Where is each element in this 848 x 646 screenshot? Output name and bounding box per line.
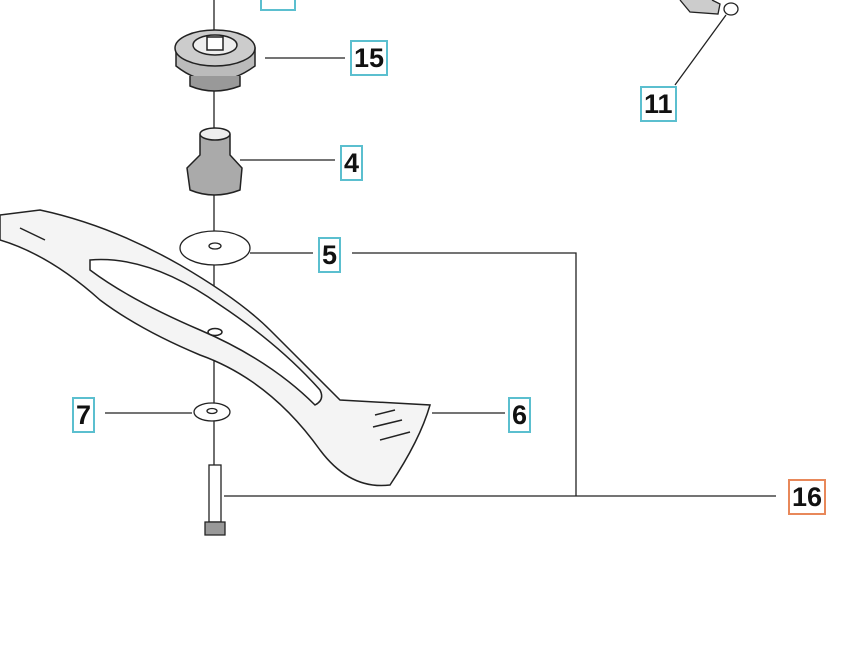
leader-11: [674, 14, 727, 86]
part-5-drawing: [179, 230, 251, 266]
callout-partial-box: [260, 0, 296, 11]
callout-6[interactable]: 6: [508, 397, 532, 433]
part-15-drawing: [174, 29, 256, 92]
bolt-drawing: [204, 464, 226, 536]
callout-5[interactable]: 5: [318, 237, 342, 273]
part-7-drawing: [193, 402, 231, 422]
callout-4[interactable]: 4: [340, 145, 364, 181]
leader-5-assembly: [352, 252, 577, 496]
callout-16-assembly[interactable]: 16: [788, 479, 827, 515]
callout-15[interactable]: 15: [350, 40, 389, 76]
callout-11[interactable]: 11: [640, 86, 677, 122]
part-4-drawing: [186, 127, 243, 196]
part-6-drawing: [0, 209, 431, 487]
callout-7[interactable]: 7: [72, 397, 96, 433]
part-11-drawing: [679, 0, 739, 16]
